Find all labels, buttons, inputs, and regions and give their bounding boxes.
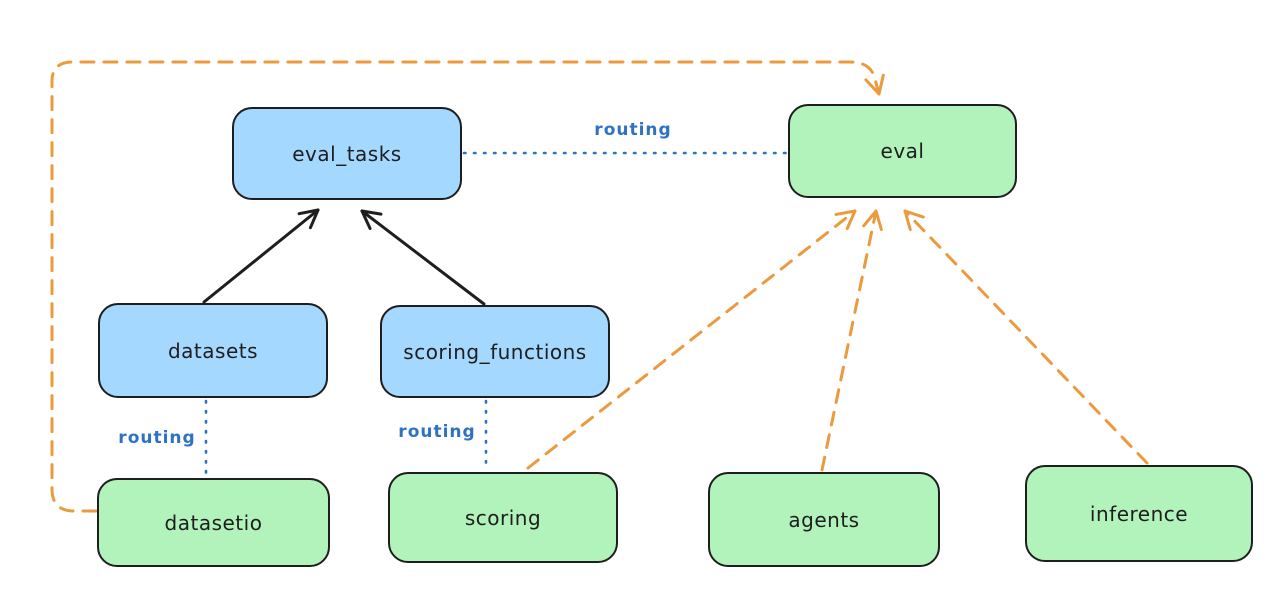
node-eval-label: eval [880,139,925,163]
node-scoring: scoring [388,472,618,563]
edge-agents-to-eval [820,209,883,472]
node-scoring-functions: scoring_functions [380,305,610,398]
edge-scoring-functions-to-eval-tasks [360,209,486,306]
node-datasets: datasets [98,303,328,398]
edge-datasetio-to-eval-loop [50,60,885,513]
edge-inference-to-eval [903,209,1149,465]
node-agents-label: agents [788,507,860,532]
node-eval-tasks-label: eval_tasks [292,141,402,166]
node-scoring-functions-label: scoring_functions [403,339,587,364]
node-inference-label: inference [1089,501,1189,526]
node-scoring-label: scoring [464,505,542,530]
routing-label-scoring-functions-scoring: routing [398,422,476,442]
routing-label-eval-tasks-eval: routing [594,120,672,140]
node-eval-tasks: eval_tasks [232,107,462,200]
node-datasetio-label: datasetio [164,510,263,535]
routing-label-datasets-datasetio: routing [118,428,196,448]
node-datasetio: datasetio [97,478,330,567]
node-agents: agents [708,472,940,567]
edge-scoring-to-eval [526,209,857,470]
node-datasets-label: datasets [167,338,259,363]
node-eval: eval [788,104,1017,198]
edge-datasets-to-eval-tasks [202,208,320,304]
node-inference: inference [1025,465,1253,562]
